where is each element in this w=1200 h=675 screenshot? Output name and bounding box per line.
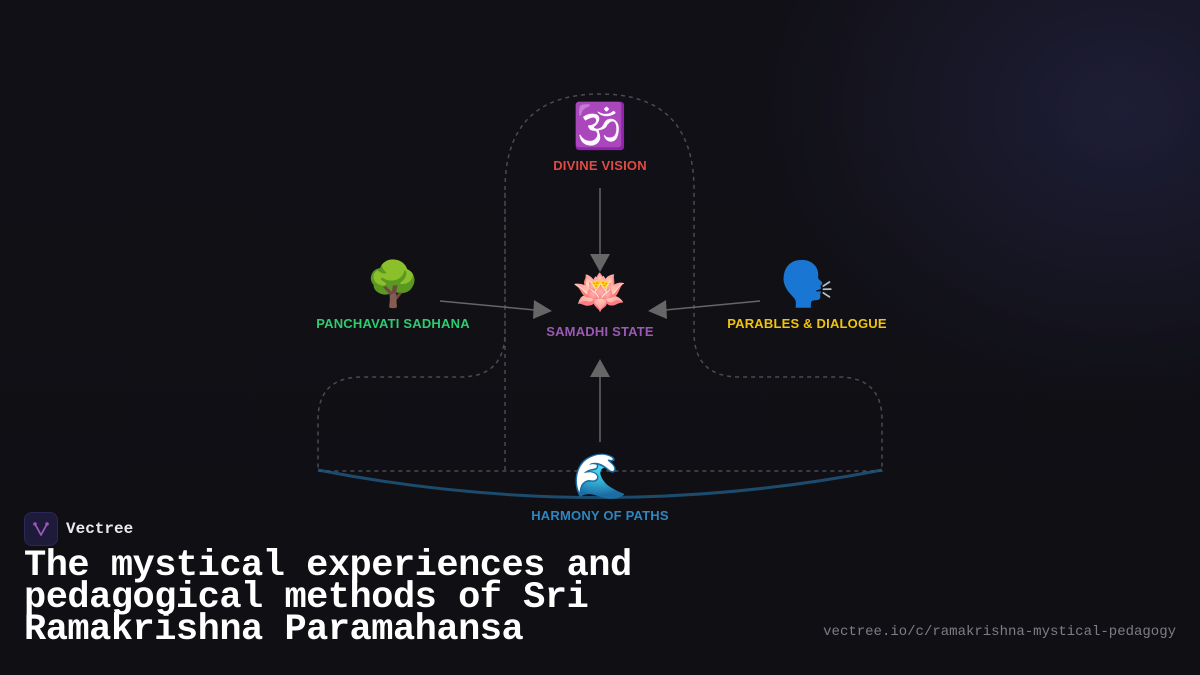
edge-panchavati-to-samadhi <box>439 300 536 311</box>
node-panchavati-sadhana: 🌳 PANCHAVATI SADHANA <box>273 258 513 331</box>
node-samadhi-state: 🪷 SAMADHI STATE <box>480 266 720 339</box>
tree-icon: 🌳 <box>365 259 421 310</box>
node-label: PARABLES & DIALOGUE <box>727 316 887 331</box>
node-label: PANCHAVATI SADHANA <box>316 316 470 331</box>
page-url[interactable]: vectree.io/c/ramakrishna-mystical-pedago… <box>823 624 1176 640</box>
arrowhead-divine <box>590 254 610 272</box>
node-harmony-of-paths: 🌊 HARMONY OF PATHS <box>480 450 720 523</box>
om-icon: 🕉️ <box>572 101 628 152</box>
node-divine-vision: 🕉️ DIVINE VISION <box>480 100 720 173</box>
arrowhead-parables <box>648 300 667 319</box>
node-parables-dialogue: 🗣️ PARABLES & DIALOGUE <box>687 258 927 331</box>
water-wave-icon: 🌊 <box>572 451 628 502</box>
vectree-logo-icon <box>24 512 58 546</box>
dashed-outline <box>317 93 883 472</box>
edge-parables-to-samadhi <box>664 300 761 311</box>
arrowhead-harmony <box>590 359 610 377</box>
lotus-icon: 🪷 <box>572 267 628 318</box>
node-label: DIVINE VISION <box>553 158 647 173</box>
node-label: HARMONY OF PATHS <box>531 508 669 523</box>
speaking-head-icon: 🗣️ <box>779 259 835 310</box>
brand-name: Vectree <box>66 520 134 538</box>
harmony-curve <box>317 468 883 499</box>
arrowhead-panchavati <box>533 300 552 319</box>
brand[interactable]: Vectree <box>24 512 133 546</box>
page-title: The mystical experiences and pedagogical… <box>24 545 632 651</box>
node-label: SAMADHI STATE <box>546 324 654 339</box>
